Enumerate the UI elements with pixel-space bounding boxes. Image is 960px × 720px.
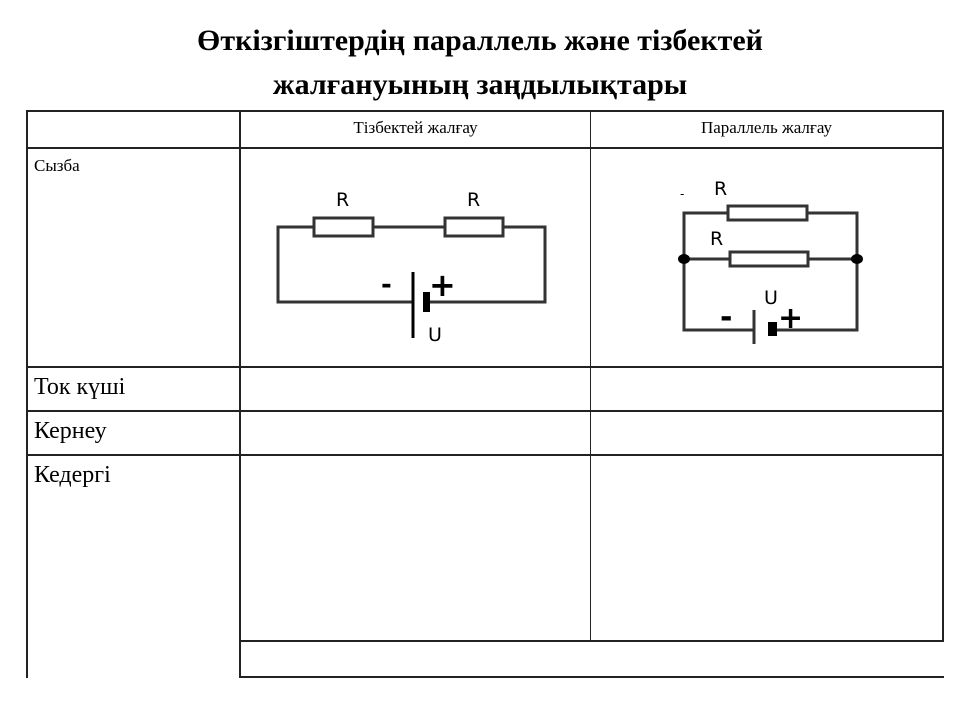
resistor-icon (443, 216, 505, 238)
row-divider (26, 366, 944, 368)
slide-title-line-2: жалғануының заңдылықтары (272, 68, 688, 101)
minus-sign: - (720, 300, 732, 335)
table-border-left (26, 110, 28, 678)
header-series: Тізбектей жалғау (353, 118, 478, 137)
junction-dot (678, 254, 690, 264)
row-label-voltage: Кернеу (34, 418, 107, 444)
stray-mark: - (680, 187, 684, 201)
row-divider (26, 147, 944, 149)
voltage-label: U (428, 324, 442, 346)
battery-short-plate (423, 292, 430, 312)
slide-title-line-1: Өткізгіштердің параллель және тізбектей (197, 24, 763, 57)
resistor-label: R (710, 228, 723, 250)
row-divider (240, 640, 944, 642)
junction-dot (851, 254, 863, 264)
resistor-icon (728, 250, 810, 268)
plus-sign: + (778, 301, 803, 336)
resistor-label: R (336, 189, 349, 211)
row-divider (26, 454, 944, 456)
wire (487, 225, 547, 304)
series-circuit-diagram (276, 216, 547, 338)
wire (682, 211, 754, 332)
column-divider (239, 110, 241, 678)
battery-short-plate (768, 322, 777, 336)
table-border-bottom (240, 676, 944, 678)
row-label-resistance: Кедергі (34, 462, 111, 488)
resistor-icon (726, 204, 809, 222)
parallel-circuit-diagram (678, 204, 863, 344)
wire (276, 225, 413, 304)
voltage-label: U (764, 287, 778, 309)
wire (774, 211, 859, 332)
resistor-label: R (714, 178, 727, 200)
resistor-label: R (467, 189, 480, 211)
column-divider (590, 110, 591, 641)
plus-sign: + (429, 266, 456, 304)
minus-sign: - (381, 270, 392, 300)
row-label-current: Ток күші (34, 374, 126, 400)
table-border-top (26, 110, 944, 112)
row-label-diagram: Сызба (34, 156, 80, 175)
row-divider (26, 410, 944, 412)
table-border-right (942, 110, 944, 641)
resistor-icon (312, 216, 375, 238)
header-parallel: Параллель жалғау (700, 118, 833, 137)
